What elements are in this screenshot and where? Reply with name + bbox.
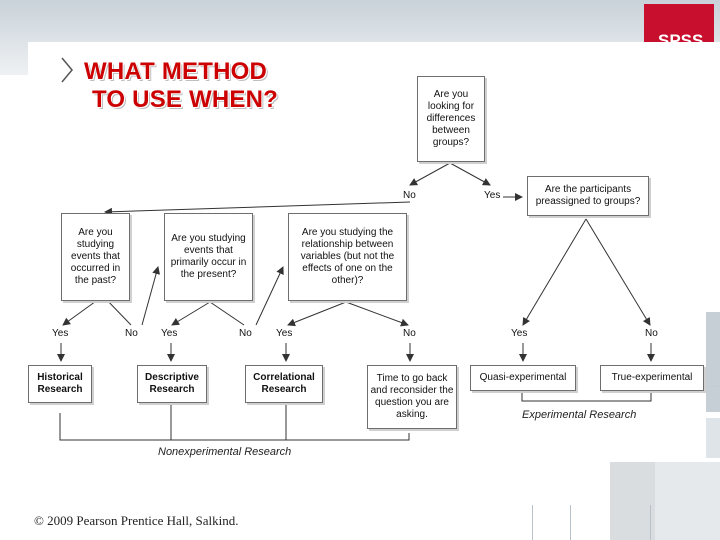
past-yes-label: Yes bbox=[52, 328, 69, 339]
title-line-1: WHAT METHOD bbox=[84, 58, 268, 85]
question-box-past: Are you studying events that occurred in… bbox=[61, 213, 130, 301]
nonexperimental-research-label: Nonexperimental Research bbox=[158, 446, 292, 458]
question-box-present: Are you studying events that primarily o… bbox=[164, 213, 253, 301]
question-box-relationship: Are you studying the relationship betwee… bbox=[288, 213, 407, 301]
result-box-quasi-experimental: Quasi-experimental bbox=[470, 365, 576, 391]
experimental-research-label: Experimental Research bbox=[522, 409, 637, 421]
decor-bar-right-2 bbox=[706, 418, 720, 458]
result-box-correlational: Correlational Research bbox=[245, 365, 323, 403]
present-no-label: No bbox=[239, 328, 252, 339]
chevron-right-icon bbox=[61, 57, 73, 83]
root-yes-label: Yes bbox=[484, 190, 501, 201]
copyright-footer: © 2009 Pearson Prentice Hall, Salkind. bbox=[34, 513, 239, 528]
decor-line bbox=[570, 505, 571, 540]
question-box-root: Are you looking for differences between … bbox=[417, 76, 485, 162]
past-no-label: No bbox=[125, 328, 138, 339]
decor-block-bottom bbox=[610, 462, 655, 540]
decor-line bbox=[650, 505, 651, 540]
preassigned-no-label: No bbox=[645, 328, 658, 339]
result-box-descriptive: Descriptive Research bbox=[137, 365, 207, 403]
decor-line bbox=[532, 505, 533, 540]
question-box-preassigned: Are the participants preassigned to grou… bbox=[527, 176, 649, 216]
decor-block-bottom-2 bbox=[655, 462, 720, 540]
present-yes-label: Yes bbox=[161, 328, 178, 339]
result-box-historical: Historical Research bbox=[28, 365, 92, 403]
decor-bar-right bbox=[706, 312, 720, 412]
relationship-yes-label: Yes bbox=[276, 328, 293, 339]
decor-line bbox=[706, 386, 720, 387]
root-no-label: No bbox=[403, 190, 416, 201]
relationship-no-label: No bbox=[403, 328, 416, 339]
preassigned-yes-label: Yes bbox=[511, 328, 528, 339]
slide-title: WHAT METHOD TO USE WHEN? bbox=[84, 58, 278, 114]
result-box-reconsider: Time to go back and reconsider the quest… bbox=[367, 365, 457, 429]
result-box-true-experimental: True-experimental bbox=[600, 365, 704, 391]
title-line-2: TO USE WHEN? bbox=[92, 86, 278, 113]
